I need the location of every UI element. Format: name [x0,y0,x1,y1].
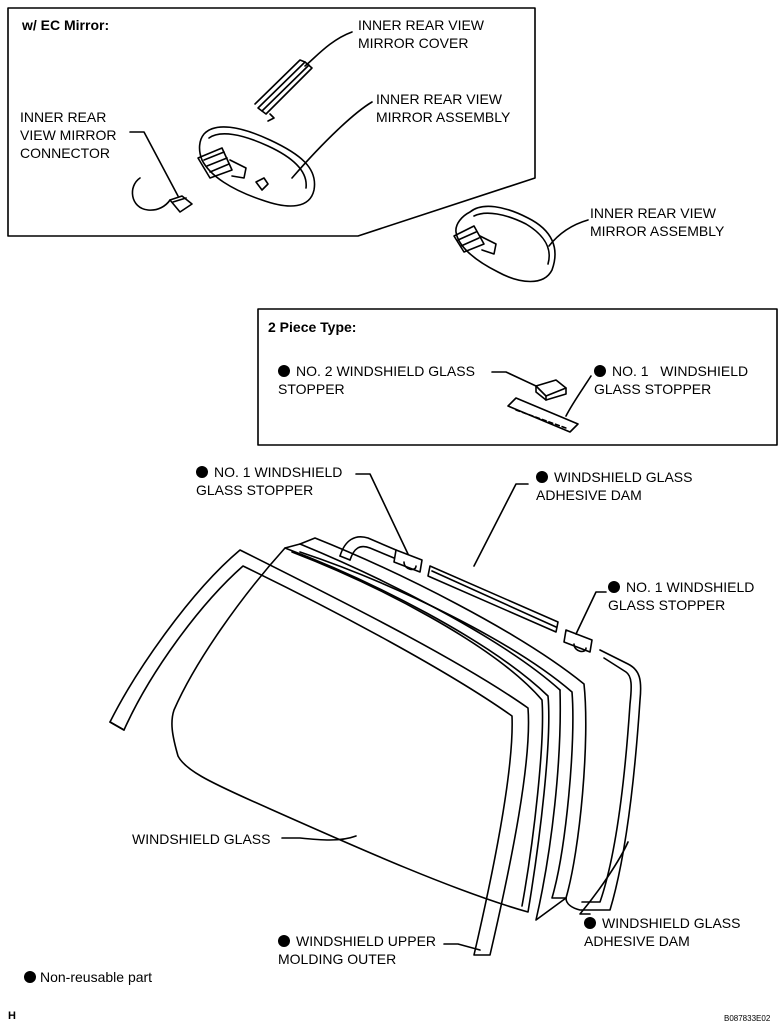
label-mirror-cover: INNER REAR VIEW MIRROR COVER [358,17,485,51]
label-mirror-connector: INNER REAR VIEW MIRROR CONNECTOR [20,109,117,161]
non-reusable-bullet-icon [196,466,208,478]
no2-stopper-part [535,379,567,401]
label-no1-stopper-right: NO. 1 WINDSHIELD GLASS STOPPER [608,579,755,613]
non-reusable-bullet-icon [278,935,290,947]
corner-letter: H [8,1010,16,1022]
ec-mirror-title: w/ EC Mirror: [22,17,110,33]
windshield-glass-part [171,543,561,913]
label-no2-stopper: NO. 2 WINDSHIELD GLASS STOPPER [278,363,475,397]
label-mirror-assembly: INNER REAR VIEW MIRROR ASSEMBLY [590,205,725,239]
non-reusable-bullet-icon [584,917,596,929]
label-adhesive-dam-top: WINDSHIELD GLASS ADHESIVE DAM [536,469,693,503]
two-piece-box-frame [257,308,778,446]
mirror-assembly-ec-part [197,126,316,207]
figure-code: B087833E02 [724,1014,771,1023]
mirror-connector-part [131,177,193,213]
label-upper-molding: WINDSHIELD UPPER MOLDING OUTER [278,933,437,967]
non-reusable-bullet-icon [536,471,548,483]
mirror-cover-part [254,59,313,122]
non-reusable-bullet-icon [594,365,606,377]
label-windshield-glass: WINDSHIELD GLASS [132,831,271,847]
no1-stopper-left-part [393,549,423,573]
ec-mirror-box-frame [7,7,536,237]
upper-molding-outer-part [109,549,530,956]
label-no1-stopper-left: NO. 1 WINDSHIELD GLASS STOPPER [196,464,343,498]
label-mirror-assembly-ec: INNER REAR VIEW MIRROR ASSEMBLY [376,91,511,125]
non-reusable-bullet-icon [608,581,620,593]
mirror-assembly-part [453,205,556,283]
non-reusable-bullet-icon [24,971,36,983]
non-reusable-bullet-icon [278,365,290,377]
label-no1-stopper-2piece: NO. 1 WINDSHIELD GLASS STOPPER [594,363,749,397]
no1-stopper-piece-part [507,397,579,433]
two-piece-title: 2 Piece Type: [268,319,357,335]
no1-stopper-right-part [563,629,593,653]
rear-frame-part [339,536,642,911]
label-adhesive-dam-bottom: WINDSHIELD GLASS ADHESIVE DAM [584,915,741,949]
legend-non-reusable: Non-reusable part [24,968,152,986]
